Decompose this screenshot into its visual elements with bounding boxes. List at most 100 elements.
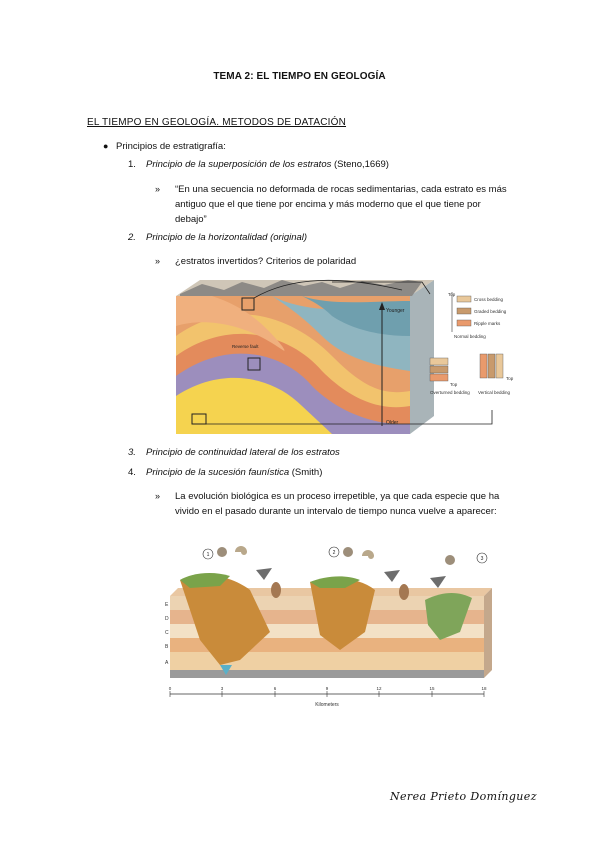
shell-icon	[399, 584, 409, 600]
item-label: Principio de la sucesión faunística	[146, 467, 290, 478]
block-side	[410, 280, 434, 434]
older-label: Older	[386, 420, 399, 426]
sub-text: La evolución biológica es un proceso irr…	[175, 491, 500, 517]
legend-swatch-graded	[456, 307, 472, 315]
sub-text: “En una secuencia no deformada de rocas …	[175, 184, 507, 225]
location-number-1: 1	[207, 552, 210, 558]
layer-label-e: E	[165, 602, 169, 608]
layer-label-a: A	[165, 660, 169, 666]
bullet-dot-icon: ●	[103, 141, 109, 151]
scale-tick-15: 15	[429, 686, 435, 691]
item-label: Principio de la superposición de los est…	[146, 159, 332, 170]
faunal-succession-figure: 1 2 3 E D C B A 0 3 6 9 12 15 18 Kilomet…	[165, 546, 492, 708]
callout-box-1	[241, 297, 255, 311]
location-marker-2	[328, 546, 340, 558]
item-number: 2.	[128, 232, 136, 243]
scale-unit: Kilometers	[315, 702, 339, 708]
principle-item-4: 4. Principio de la sucesión faunística (…	[128, 467, 323, 478]
location-marker-1	[202, 548, 214, 560]
mountain-ridge	[180, 280, 422, 296]
scale-tick-18: 18	[481, 686, 487, 691]
sub-point-2: » ¿estratos invertidos? Criterios de pol…	[155, 254, 510, 269]
raquo-icon: »	[155, 256, 161, 266]
overturned-label: Overturned bedding	[430, 390, 470, 395]
arrow-head-icon	[379, 302, 385, 310]
principle-item-1: 1. Principio de la superposición de los …	[128, 159, 389, 170]
shell-icon	[271, 582, 281, 598]
legend-graded: Graded bedding	[474, 309, 507, 314]
ammonite-icon	[235, 546, 247, 555]
callout-box-2	[247, 357, 261, 371]
bullet-item: ● Principios de estratigrafía:	[103, 141, 226, 152]
page-title: TEMA 2: EL TIEMPO EN GEOLOGÍA	[213, 71, 386, 82]
author-signature: Nerea Prieto Domínguez	[390, 790, 537, 803]
scale-tick-12: 12	[376, 686, 382, 691]
raquo-icon: »	[155, 184, 161, 194]
principle-item-3: 3. Principio de continuidad lateral de l…	[128, 447, 340, 458]
callout-line-2	[332, 281, 431, 295]
overturned-layer-2	[429, 365, 449, 374]
cliff-1	[180, 574, 270, 665]
legend-cross: Cross bedding	[474, 297, 504, 302]
basement	[170, 670, 484, 678]
folded-strata-figure: Younger Older Reverse fault Cross beddin…	[176, 279, 514, 434]
trilobite-icon	[384, 570, 400, 582]
overturned-layer-1	[429, 357, 449, 366]
item-number: 1.	[128, 159, 136, 170]
overturned-layer-3	[429, 373, 449, 382]
vegetation-1	[180, 573, 230, 588]
item-label: Principio de continuidad lateral de los …	[146, 447, 340, 458]
fault-label: Reverse fault	[232, 344, 259, 349]
legend-swatch-ripple	[456, 319, 472, 327]
legend-swatch-cross	[456, 295, 472, 303]
river	[220, 665, 232, 675]
scale-tick-0: 0	[169, 686, 172, 691]
bullet-text: Principios de estratigrafía:	[116, 141, 226, 152]
normal-bedding-label: Normal bedding	[454, 334, 486, 339]
section-heading: EL TIEMPO EN GEOLOGÍA. METODOS DE DATACI…	[87, 117, 347, 128]
vertical-layer-2	[487, 353, 496, 379]
callout-line-3	[206, 410, 493, 425]
raquo-icon: »	[155, 491, 161, 501]
fossil-icon	[445, 555, 455, 565]
layer-label-d: D	[165, 616, 169, 622]
legend-ripple: Ripple marks	[474, 321, 501, 326]
principle-item-2: 2. Principio de la horizontalidad (origi…	[128, 232, 308, 243]
scale-tick-6: 6	[274, 686, 277, 691]
top-label-3: Top	[506, 376, 514, 381]
item-number: 4.	[128, 467, 136, 478]
layer-a	[170, 652, 484, 670]
scale-ticks	[169, 691, 485, 697]
trilobite-icon	[430, 576, 446, 588]
vertical-layer-1	[479, 353, 488, 379]
ammonite-icon	[362, 550, 374, 559]
item-suffix: (Smith)	[289, 467, 323, 478]
younger-label: Younger	[386, 308, 405, 314]
vertical-layer-3	[495, 353, 504, 379]
cliff-3	[425, 593, 472, 640]
vegetation-2	[310, 576, 360, 588]
block-right-side	[484, 588, 492, 678]
location-marker-3	[476, 552, 488, 564]
item-suffix: (Steno,1669)	[331, 159, 389, 170]
trilobite-icon	[256, 568, 272, 580]
sub-point-4: » La evolución biológica es un proceso i…	[155, 489, 510, 519]
sub-point-1: » “En una secuencia no deformada de roca…	[155, 182, 510, 227]
scale-tick-3: 3	[221, 686, 224, 691]
top-label-2: Top	[450, 382, 458, 387]
sub-text: ¿estratos invertidos? Criterios de polar…	[175, 256, 357, 267]
scale-tick-9: 9	[326, 686, 329, 691]
callout-line-1	[253, 279, 403, 299]
location-number-2: 2	[333, 550, 336, 556]
layer-label-b: B	[165, 644, 169, 650]
cliff-2	[310, 578, 375, 650]
callout-box-3	[191, 413, 207, 425]
item-number: 3.	[128, 447, 136, 458]
layer-label-c: C	[165, 630, 169, 636]
location-number-3: 3	[481, 556, 484, 562]
strata-layers	[176, 296, 410, 434]
vertical-label: Vertical bedding	[478, 390, 511, 395]
fossil-icon	[343, 547, 353, 557]
item-label: Principio de la horizontalidad (original…	[146, 232, 308, 243]
